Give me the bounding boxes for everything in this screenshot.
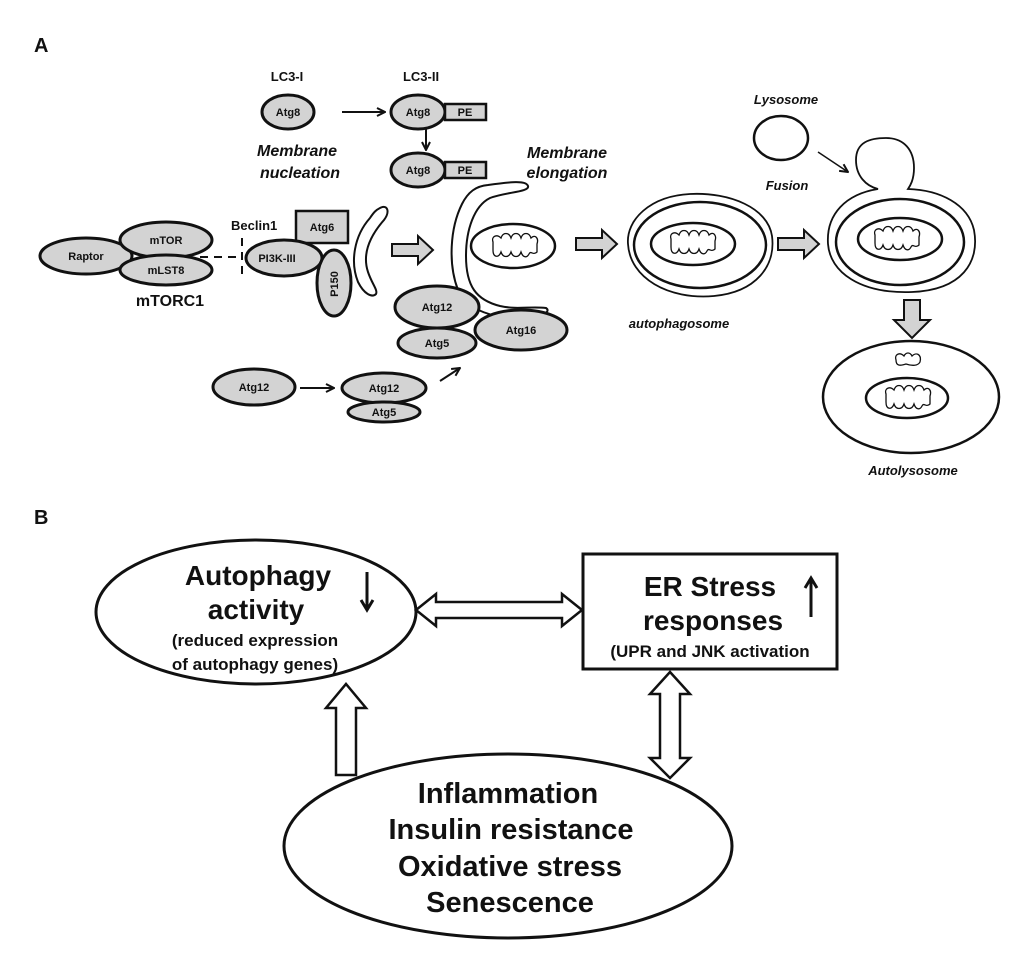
complex-assembly-arrow — [439, 368, 460, 382]
progression-arrow-1 — [391, 233, 435, 267]
er-stress-node: ER Stress responses (UPR and JNK activat… — [581, 552, 839, 671]
atg12-free-protein — [211, 367, 297, 407]
autophagy-ellipse — [94, 538, 418, 686]
conditions-ellipse — [282, 752, 734, 940]
atg8-membrane-label: Atg8 — [406, 165, 430, 177]
atg12-atg5-atg16-complex: Atg12 Atg5 Atg16 — [393, 284, 569, 360]
membrane-nucleation-line1: Membrane — [257, 143, 337, 160]
lc3-ii-label: LC3-II — [403, 69, 439, 84]
autophagosome-label: autophagosome — [629, 316, 729, 331]
autolysosome-membrane — [821, 339, 1001, 455]
lc3-i-label: LC3-I — [271, 69, 304, 84]
lysosome — [752, 114, 810, 162]
atg8-lc3-i-label: Atg8 — [276, 107, 300, 119]
atg5-complex-label: Atg5 — [425, 338, 449, 350]
fused-cargo-membrane — [856, 216, 944, 262]
p150-protein — [315, 248, 353, 318]
bidirectional-arrow-vertical — [646, 670, 694, 780]
pe-box-b — [443, 160, 488, 180]
atg16-label: Atg16 — [506, 325, 537, 337]
membrane-elongation-line1: Membrane — [527, 145, 607, 162]
p150-label: P150 — [329, 271, 341, 297]
atg5-complex-protein — [396, 326, 478, 360]
mtor-label: mTOR — [150, 235, 183, 247]
elongating-membrane — [450, 181, 549, 320]
mtorc1-label: mTORC1 — [136, 293, 204, 310]
raptor-label: Raptor — [68, 251, 104, 263]
atg12-conjugation: Atg12 Atg12 Atg5 — [211, 367, 460, 424]
panel-a: A LC3-I LC3-II Atg8 Atg8 PE Atg8 PE Memb… — [34, 35, 1001, 478]
fusing-autophagosome — [827, 137, 976, 293]
pi3k-iii-label: PI3K-III — [258, 253, 295, 265]
fused-inner-membrane — [834, 197, 966, 287]
atg5-conj-protein — [346, 400, 422, 424]
autophagy-title-line2: activity — [208, 594, 305, 625]
atg8-lc3-ii-label: Atg8 — [406, 107, 430, 119]
autophagosome: autophagosome — [627, 192, 774, 331]
membrane-elongation-line2: elongation — [527, 165, 608, 182]
pe-box-a — [443, 102, 488, 122]
pe-label-a: PE — [458, 107, 473, 119]
autophagosome-inner-membrane — [632, 200, 768, 290]
condition-insulin-resistance: Insulin resistance — [389, 814, 634, 846]
lysosome-label: Lysosome — [754, 92, 818, 107]
lc3-conversion: LC3-I LC3-II Atg8 Atg8 PE Atg8 PE — [260, 69, 488, 189]
autophagy-activity-node: Autophagy activity (reduced expression o… — [94, 538, 418, 686]
autophagosome-outer-membrane — [627, 192, 774, 298]
condition-oxidative-stress: Oxidative stress — [398, 851, 622, 883]
panel-label-a: A — [34, 35, 48, 57]
autophagy-sub-line2: of autophagy genes) — [172, 655, 338, 674]
er-stress-title-line1: ER Stress — [644, 571, 776, 602]
beclin1-complex: Beclin1 Atg6 PI3K-III P150 — [231, 206, 389, 318]
cargo-mitochondrion-1 — [469, 222, 557, 270]
progression-arrow-2 — [575, 227, 619, 261]
autophagy-sub-line1: (reduced expression — [172, 631, 338, 650]
pe-label-b: PE — [458, 165, 473, 177]
progression-arrow-down — [891, 299, 933, 340]
panel-b: B Autophagy activity (reduced expression… — [34, 507, 839, 940]
atg6-box — [294, 209, 350, 245]
phagophore-crescent — [353, 206, 389, 297]
mlst8-label: mLST8 — [148, 265, 185, 277]
bidirectional-arrow-horizontal — [413, 591, 585, 629]
atg12-conj-label: Atg12 — [369, 383, 400, 395]
autophagosome-mitochondrion-icon — [669, 229, 717, 255]
atg6-label: Atg6 — [310, 222, 334, 234]
fused-outer-membrane — [827, 137, 976, 293]
autolysosome-cargo-membrane — [864, 376, 950, 420]
atg8-lc3-i — [260, 93, 316, 131]
membrane-nucleation-line2: nucleation — [260, 165, 340, 182]
er-stress-box — [581, 552, 839, 671]
panel-label-b: B — [34, 507, 48, 529]
fusion-label: Fusion — [766, 178, 809, 193]
mlst8-protein — [118, 253, 214, 287]
raptor-protein — [38, 236, 134, 276]
atg12-free-label: Atg12 — [239, 382, 270, 394]
condition-senescence: Senescence — [426, 887, 594, 919]
er-stress-sub-line: (UPR and JNK activation — [610, 642, 809, 661]
atg16-protein — [473, 308, 569, 352]
mtorc1-complex: Raptor mTOR mLST8 mTORC1 — [38, 220, 214, 310]
progression-arrow-3 — [777, 227, 821, 261]
fusion-arrow — [817, 151, 848, 172]
upward-arrow-left — [323, 682, 369, 777]
autophagosome-cargo-membrane — [649, 221, 737, 267]
autolysosome: Autolysosome — [821, 339, 1001, 478]
condition-inflammation: Inflammation — [418, 778, 598, 810]
beclin1-label: Beclin1 — [231, 218, 277, 233]
atg12-complex-label: Atg12 — [422, 302, 453, 314]
degraded-cargo-icon — [894, 352, 922, 366]
er-stress-title-line2: responses — [643, 605, 783, 636]
atg5-conj-label: Atg5 — [372, 407, 396, 419]
autolysosome-mitochondrion-icon — [884, 384, 932, 410]
conditions-node: Inflammation Insulin resistance Oxidativ… — [282, 752, 734, 940]
autophagy-title-line1: Autophagy — [185, 560, 332, 591]
autolysosome-label: Autolysosome — [867, 463, 958, 478]
